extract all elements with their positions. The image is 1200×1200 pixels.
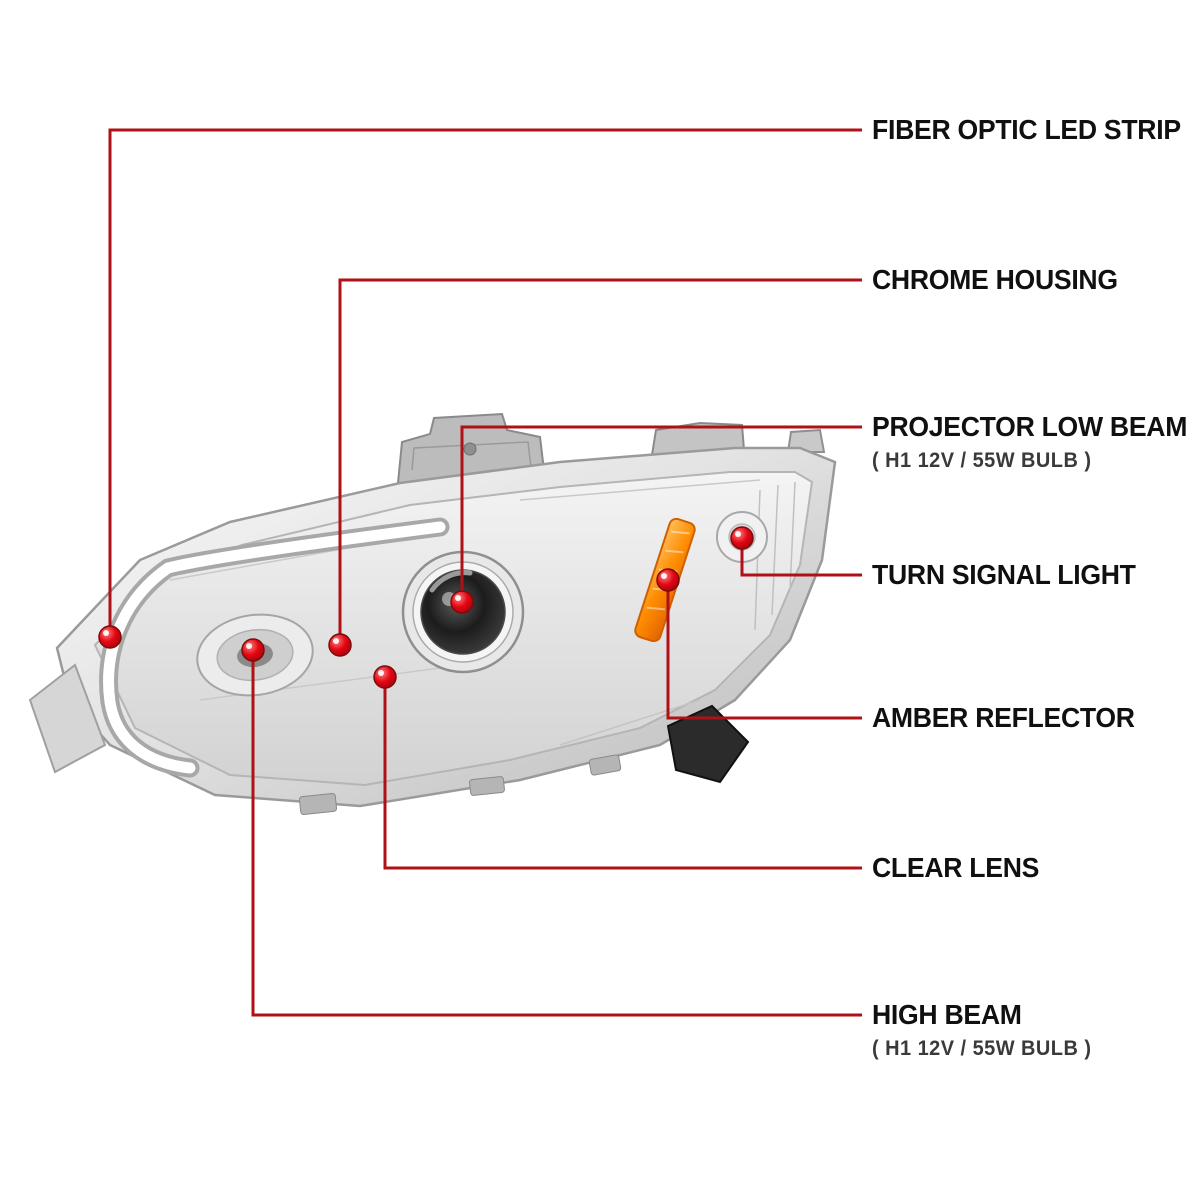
callout-label-chrome-housing: CHROME HOUSING <box>872 263 1131 297</box>
bottom-hardware <box>298 704 750 816</box>
callout-dot-projector-low-beam <box>450 590 474 614</box>
callout-label-amber-reflector: AMBER REFLECTOR <box>872 701 1149 735</box>
callout-dots <box>98 526 754 689</box>
callout-label-projector-low-beam: PROJECTOR LOW BEAM ( H1 12V / 55W BULB ) <box>872 410 1200 474</box>
callout-text: FIBER OPTIC LED STRIP <box>872 114 1181 145</box>
callout-dot-clear-lens <box>373 665 397 689</box>
callout-lines <box>108 128 862 1017</box>
callout-line-clear-lens <box>383 677 862 870</box>
callout-dot-high-beam <box>241 638 265 662</box>
callout-dot-amber-reflector <box>656 568 680 592</box>
callout-line-projector-low-beam <box>460 425 862 602</box>
callout-label-high-beam: HIGH BEAM ( H1 12V / 55W BULB ) <box>872 998 1103 1062</box>
led-strip <box>99 517 450 778</box>
callout-line-turn-signal <box>740 540 862 577</box>
callout-dot-turn-signal <box>730 526 754 550</box>
callout-line-amber-reflector <box>666 580 862 720</box>
callout-dot-chrome-housing <box>328 633 352 657</box>
mounting-brackets <box>396 412 826 485</box>
callout-dot-fiber-optic <box>98 625 122 649</box>
callout-line-high-beam <box>251 650 862 1017</box>
callout-label-clear-lens: CLEAR LENS <box>872 851 1048 885</box>
callout-subtext: ( H1 12V / 55W BULB ) <box>872 449 1092 472</box>
callout-text: AMBER REFLECTOR <box>872 702 1135 733</box>
callout-line-chrome-housing <box>338 278 862 645</box>
callout-subtext: ( H1 12V / 55W BULB ) <box>872 1037 1092 1060</box>
callout-text: CLEAR LENS <box>872 852 1040 883</box>
callout-label-fiber-optic-led-strip: FIBER OPTIC LED STRIP <box>872 113 1197 147</box>
callout-text: HIGH BEAM <box>872 999 1022 1030</box>
callout-text: CHROME HOUSING <box>872 264 1118 295</box>
callout-label-turn-signal-light: TURN SIGNAL LIGHT <box>872 558 1149 592</box>
callout-text: PROJECTOR LOW BEAM <box>872 411 1188 442</box>
callout-text: TURN SIGNAL LIGHT <box>872 559 1136 590</box>
callout-line-fiber-optic <box>108 128 862 637</box>
